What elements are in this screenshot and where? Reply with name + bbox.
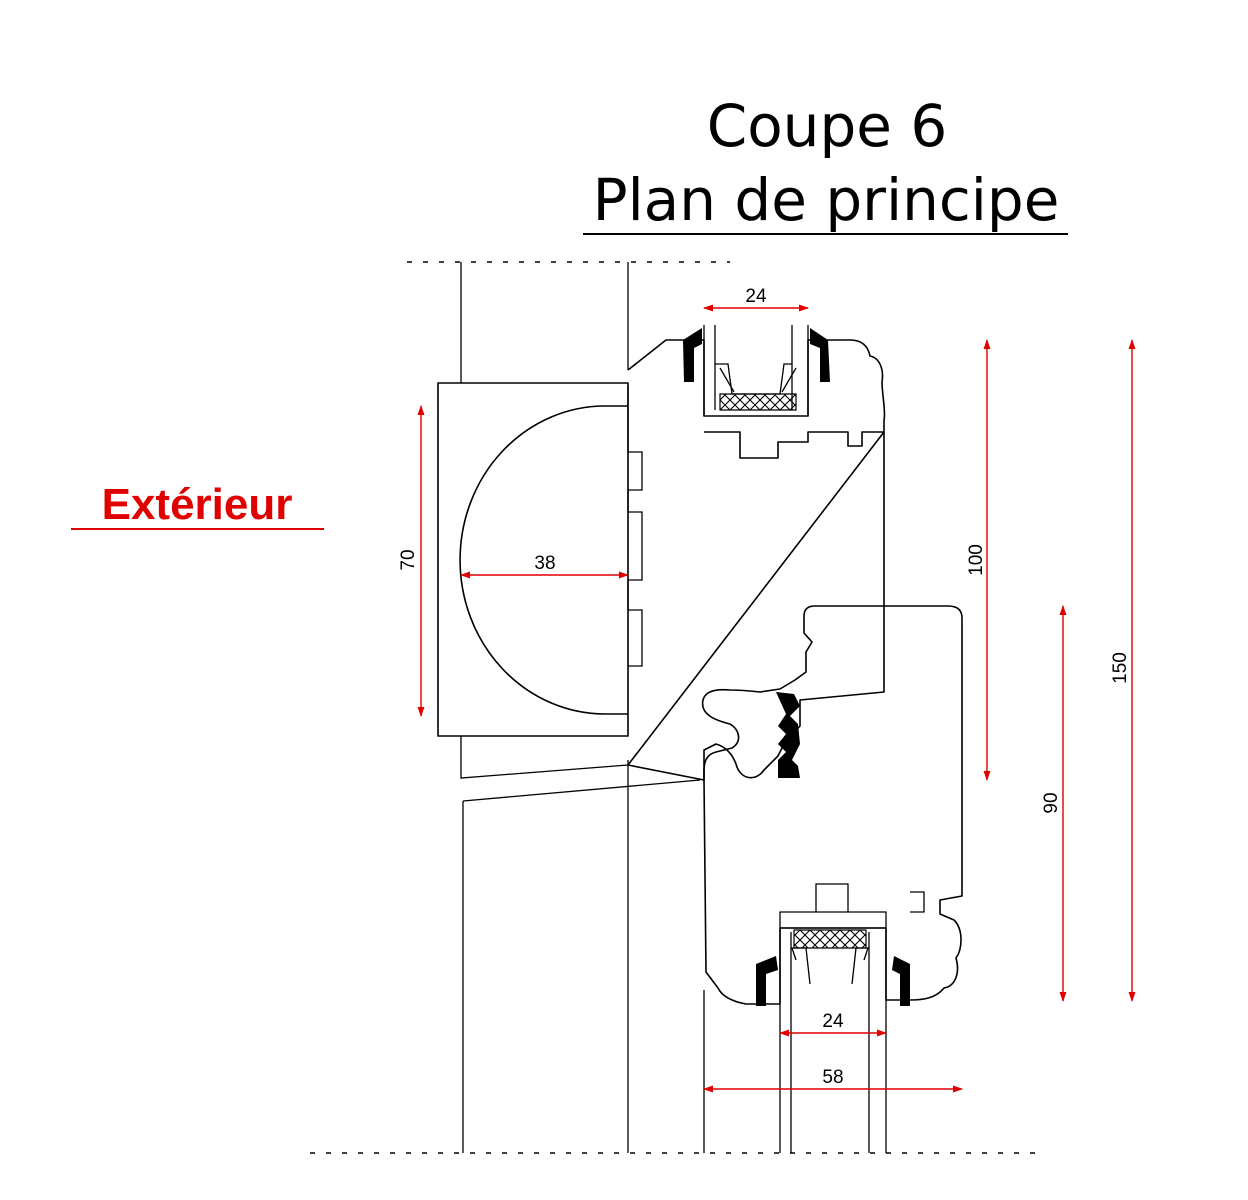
dim-label-100: 100 xyxy=(966,544,987,576)
exterior-label: Extérieur xyxy=(102,480,293,529)
dim-label-handle-height: 70 xyxy=(398,549,419,570)
sash-profile xyxy=(627,339,886,781)
frame-lower-lines xyxy=(703,928,887,1153)
lower-glazing xyxy=(791,929,869,985)
dim-label-150: 150 xyxy=(1110,652,1131,684)
dim-label-glazing-bottom: 24 xyxy=(822,1011,844,1032)
frame-bead xyxy=(779,883,925,929)
dim-label-90: 90 xyxy=(1041,792,1062,813)
dimension-lines xyxy=(417,304,1136,1093)
title-line-2: Plan de principe xyxy=(593,166,1060,234)
handle-section xyxy=(437,382,629,737)
dim-label-glazing-top: 24 xyxy=(745,286,767,307)
title-line-1: Coupe 6 xyxy=(707,92,948,160)
sash-inner-edge xyxy=(627,386,643,667)
dim-label-frame-depth: 58 xyxy=(822,1067,843,1088)
upper-glazing xyxy=(703,325,809,416)
dim-label-handle-depth: 38 xyxy=(534,553,555,574)
gaskets xyxy=(683,328,910,1006)
wall-jamb xyxy=(460,262,701,1153)
